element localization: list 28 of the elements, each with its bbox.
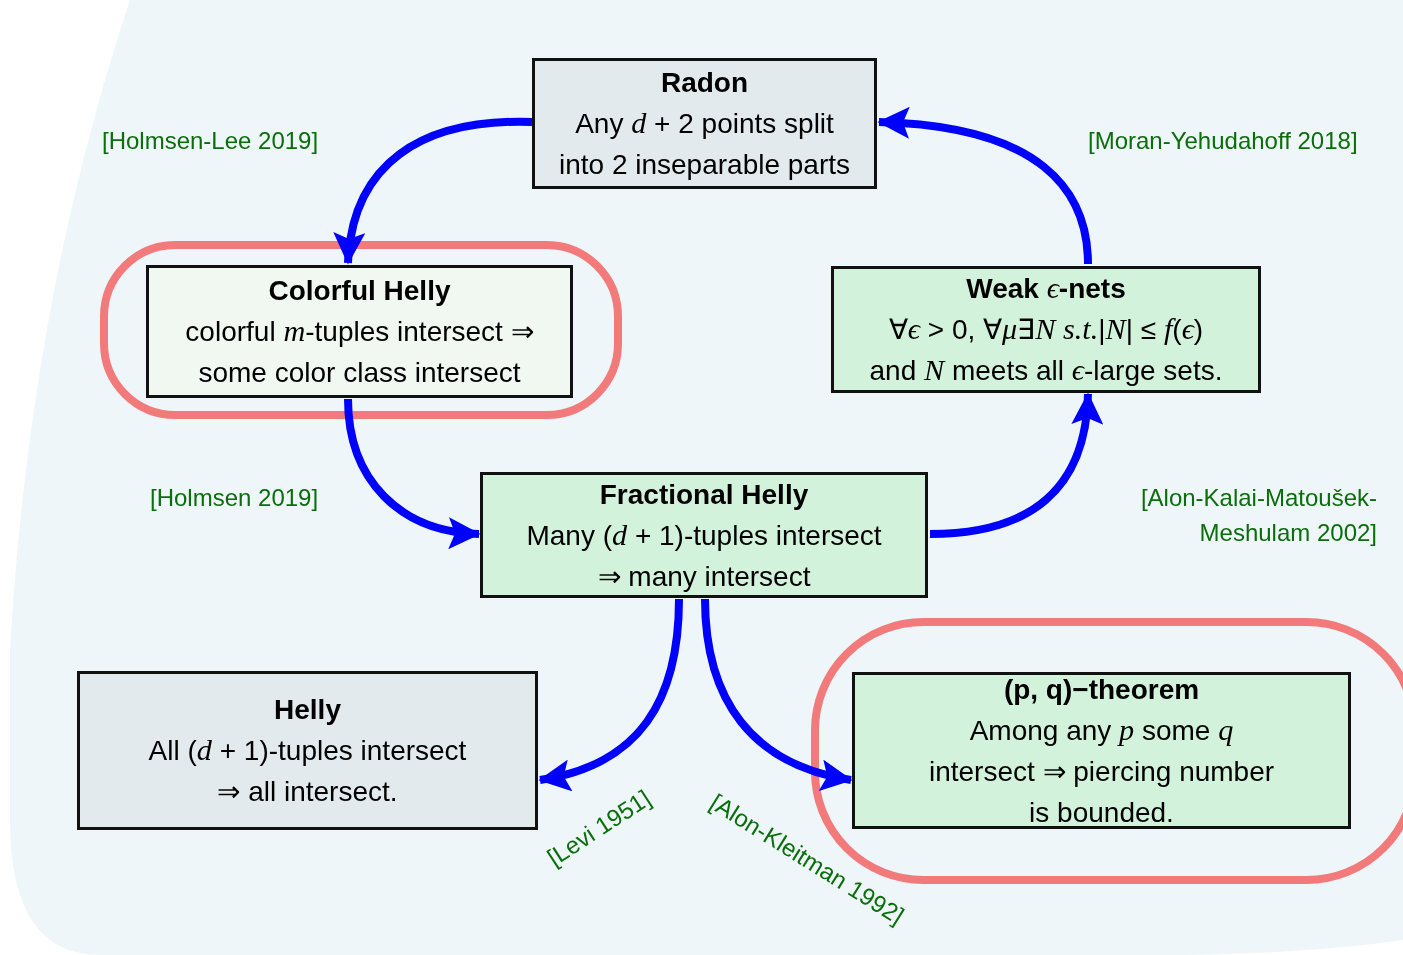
theorem-title: Radon (660, 66, 749, 100)
theorem-statement: ∀ϵ > 0, ∀μ∃N s.t.|N| ≤ f(ϵ) and N meets all ϵ-large sets. (869, 311, 1223, 389)
theorem-statement: colorful m-tuples intersect ⇒ some color class intersect (184, 313, 535, 390)
theorem-box (146, 265, 573, 398)
theorem-statement: All (d + 1)-tuples intersect ⇒ all intersect. (147, 732, 468, 809)
theorem-box (480, 472, 928, 598)
arrow (344, 398, 481, 548)
arrow (538, 598, 683, 790)
theorem-box (831, 266, 1261, 393)
theorem-box (852, 672, 1351, 829)
theorem-statement: Any d + 2 points split into 2 inseparable parts (557, 105, 852, 182)
theorem-title: (p, q)−theorem (1003, 672, 1200, 707)
theorem-statement: Many (d + 1)-tuples intersect ⇒ many intersect (525, 516, 883, 594)
citation-label: [Moran-Yehudahoff 2018] (1088, 126, 1358, 156)
citation-label: [Holmsen-Lee 2019] (102, 126, 319, 156)
theorem-title: Colorful Helly (268, 274, 451, 308)
arrow (877, 107, 1092, 265)
theorem-title: Fractional Helly (599, 477, 809, 512)
theorem-title: Weak ϵ-nets (966, 270, 1126, 307)
theorem-box (77, 671, 538, 830)
arrow (335, 118, 532, 265)
theorem-title: Helly (274, 693, 341, 727)
theorem-statement: Among any p some q intersect ⇒ piercing number is bounded. (927, 711, 1276, 830)
citation-label: [Holmsen 2019] (150, 483, 319, 513)
arrow (929, 392, 1102, 538)
theorem-box (532, 58, 877, 189)
arrow (701, 598, 853, 790)
citation-label: [Alon-Kalai-Matoušek-Meshulam 2002] (1139, 483, 1377, 548)
